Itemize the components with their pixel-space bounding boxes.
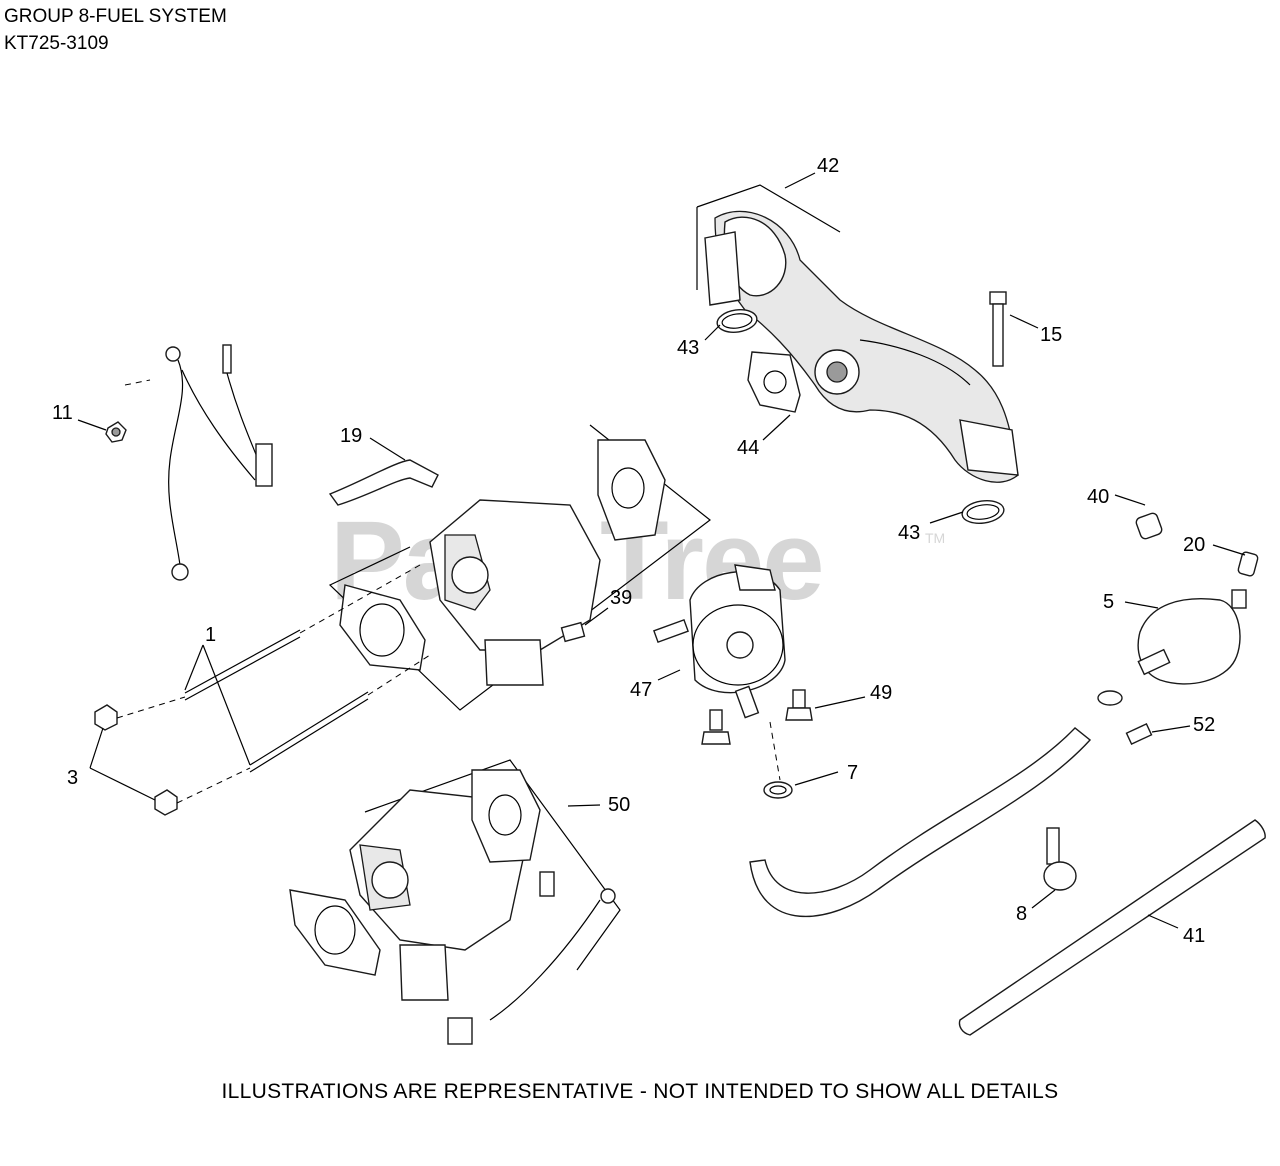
callout-43-lower[interactable]: 43 <box>898 522 921 544</box>
fuel-line-hose[interactable] <box>749 727 1092 918</box>
callout-19[interactable]: 19 <box>340 425 363 447</box>
spacer-40[interactable] <box>1135 512 1163 540</box>
callout-52[interactable]: 52 <box>1193 714 1216 736</box>
fuel-filter[interactable] <box>1137 589 1247 685</box>
callout-7[interactable]: 7 <box>847 762 859 784</box>
fuel-tube[interactable] <box>958 819 1266 1036</box>
callout-44[interactable]: 44 <box>737 437 760 459</box>
callout-49[interactable]: 49 <box>870 682 893 704</box>
callout-39[interactable]: 39 <box>610 587 633 609</box>
callout-42[interactable]: 42 <box>817 155 840 177</box>
watermark-trademark: TM <box>925 530 946 546</box>
carburetor-assembly-upper[interactable] <box>328 424 711 711</box>
fitting-52[interactable] <box>1125 722 1153 746</box>
manifold-gasket-lower[interactable] <box>961 498 1006 526</box>
callout-47[interactable]: 47 <box>630 679 653 701</box>
page-title: GROUP 8-FUEL SYSTEM <box>4 6 227 27</box>
ground-wire-harness[interactable] <box>124 344 273 581</box>
carburetor-assembly-lower[interactable] <box>289 759 621 1045</box>
callout-5[interactable]: 5 <box>1103 591 1115 613</box>
intake-gasket[interactable] <box>747 351 801 413</box>
callout-11[interactable]: 11 <box>52 402 73 424</box>
hose-clamp-filter[interactable] <box>1097 690 1123 706</box>
hose-clip[interactable] <box>1043 827 1077 891</box>
callout-43-upper[interactable]: 43 <box>677 337 700 359</box>
fitting-39[interactable] <box>560 621 586 643</box>
callout-15[interactable]: 15 <box>1040 324 1063 346</box>
hose-clamp-7[interactable] <box>763 781 793 799</box>
ground-screw[interactable] <box>105 421 127 443</box>
manifold-bolt[interactable] <box>989 291 1007 367</box>
callout-41[interactable]: 41 <box>1183 925 1206 947</box>
intake-manifold[interactable] <box>696 184 1019 483</box>
carburetor-nuts[interactable] <box>94 696 251 816</box>
fuel-pump-screws[interactable] <box>701 689 813 745</box>
callout-40[interactable]: 40 <box>1087 486 1110 508</box>
model-number: KT725-3109 <box>4 33 109 54</box>
vent-hose[interactable] <box>328 459 439 506</box>
manifold-gasket-upper[interactable] <box>716 307 759 334</box>
disclaimer-footer: ILLUSTRATIONS ARE REPRESENTATIVE - NOT I… <box>221 1080 1059 1103</box>
callout-1[interactable]: 1 <box>205 624 217 646</box>
callout-3[interactable]: 3 <box>67 767 79 789</box>
pin-20[interactable] <box>1237 551 1259 577</box>
carburetor-studs[interactable] <box>184 564 431 773</box>
callout-20[interactable]: 20 <box>1183 534 1206 556</box>
fuel-pump[interactable] <box>653 564 786 719</box>
leader-lines <box>77 172 1246 929</box>
callout-8[interactable]: 8 <box>1016 903 1028 925</box>
callout-50[interactable]: 50 <box>608 794 631 816</box>
